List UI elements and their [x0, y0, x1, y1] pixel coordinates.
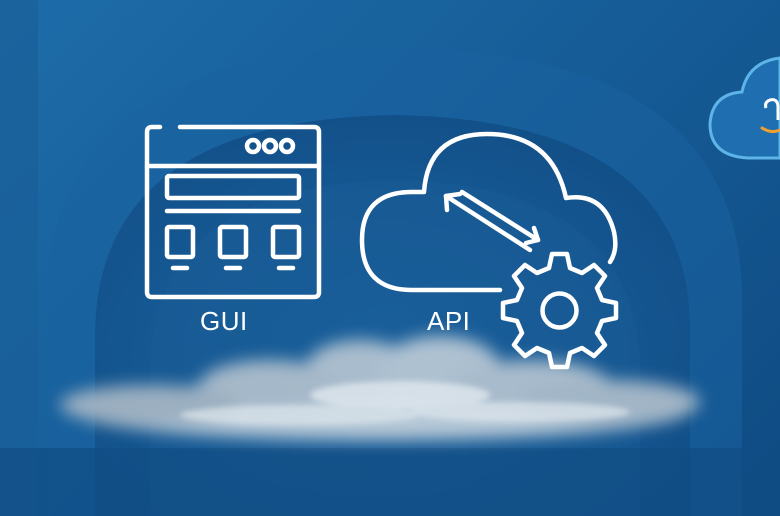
gui-label: GUI [200, 306, 248, 336]
cloud-gear-sync-icon [359, 131, 619, 370]
left-panel [0, 0, 38, 516]
mist-highlights [180, 381, 630, 425]
browser-window-icon [144, 124, 322, 300]
api-label: API [427, 306, 471, 336]
floor [0, 448, 780, 516]
amazon-cloud-logo-icon [708, 56, 780, 160]
